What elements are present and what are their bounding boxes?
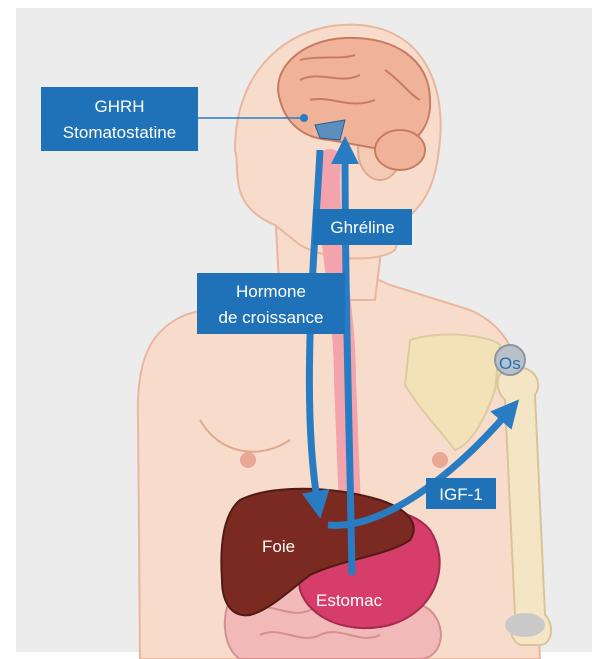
hypothalamus-label-line1: GHRH: [94, 97, 144, 116]
growth-hormone-label: Hormone de croissance: [197, 273, 345, 334]
bone-label: Os: [499, 354, 521, 373]
hypothalamus-dot: [300, 114, 308, 122]
hypothalamus-label-line2: Stomatostatine: [63, 123, 176, 142]
igf-label-text: IGF-1: [439, 485, 482, 504]
liver-label: Foie: [262, 537, 295, 556]
igf-label: IGF-1: [426, 478, 496, 509]
hypothalamus-label: GHRH Stomatostatine: [41, 87, 198, 151]
ghrelin-label: Ghréline: [313, 209, 412, 245]
growth-hormone-label-line1: Hormone: [236, 282, 306, 301]
growth-hormone-label-line2: de croissance: [219, 308, 324, 327]
ghrelin-label-text: Ghréline: [330, 218, 394, 237]
stomach-label: Estomac: [316, 591, 383, 610]
